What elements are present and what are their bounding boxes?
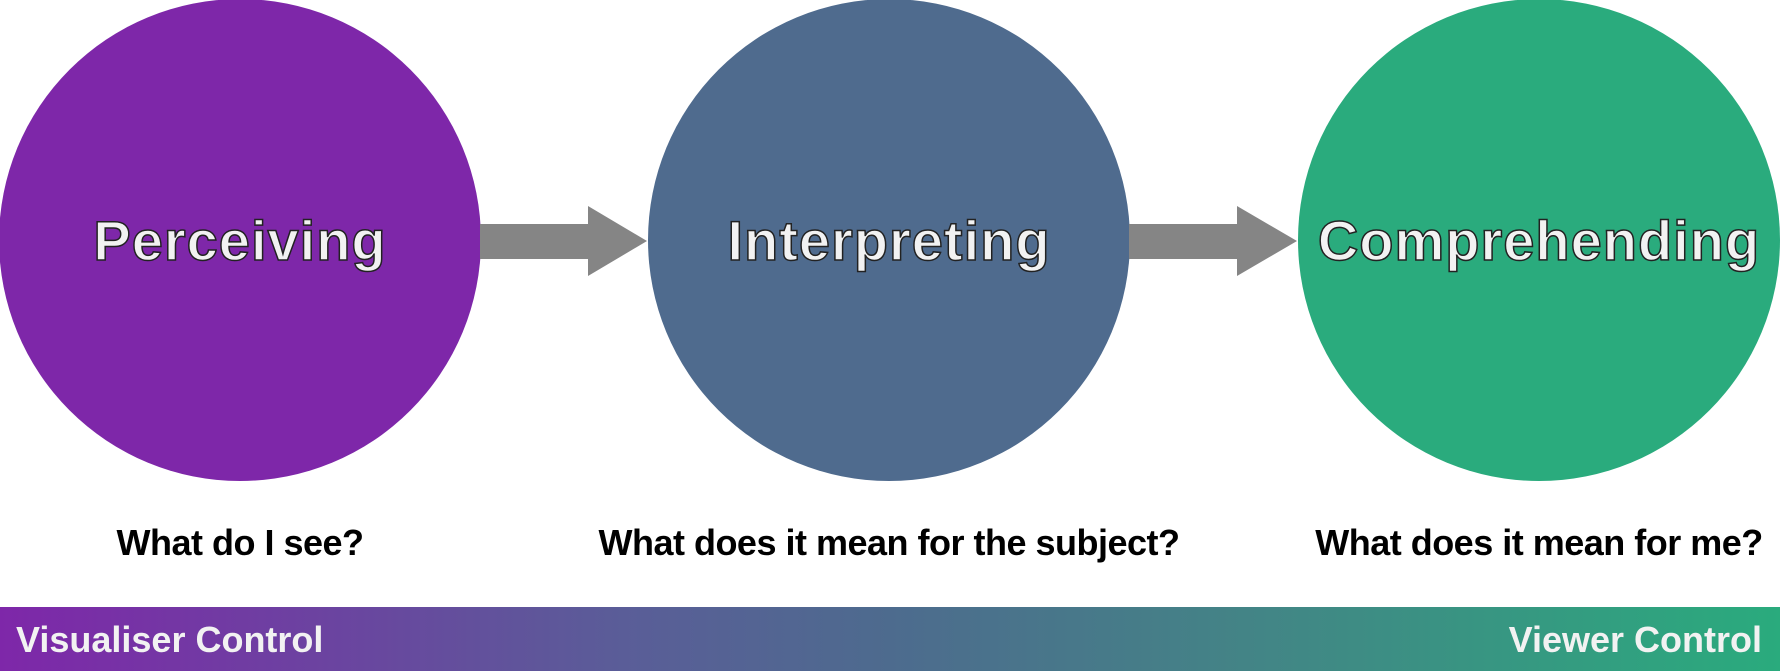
arrow-right-icon [480, 206, 647, 276]
stage-question: What do I see? [116, 522, 364, 563]
stage-label: Perceiving [93, 208, 387, 273]
stage-circle-comprehending: Comprehending [1298, 0, 1780, 481]
visualiser-control-label: Visualiser Control [16, 619, 324, 660]
stage-label: Interpreting [727, 208, 1051, 273]
stage-circle-perceiving: Perceiving [0, 0, 481, 481]
stage-circle-interpreting: Interpreting [648, 0, 1130, 481]
control-gradient-bar: Visualiser Control Viewer Control [0, 607, 1780, 671]
arrow-right-icon [1129, 206, 1297, 276]
stage-question: What does it mean for the subject? [598, 522, 1180, 563]
viewer-control-label: Viewer Control [1508, 619, 1762, 660]
stage-question: What does it mean for me? [1315, 522, 1763, 563]
stage-label: Comprehending [1317, 208, 1761, 273]
